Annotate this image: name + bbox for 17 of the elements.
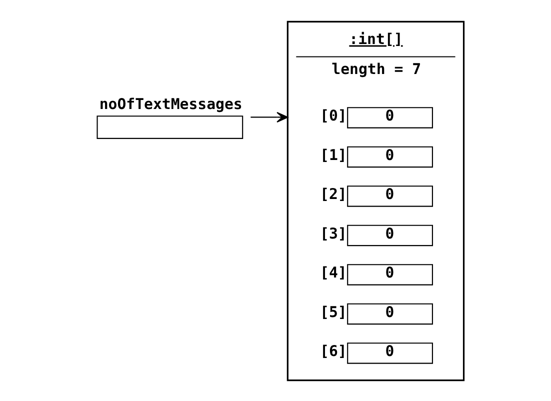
node-box: 0 <box>346 146 432 168</box>
node-label: [3] <box>320 224 346 242</box>
node-label: noOfTextMessages <box>98 94 242 112</box>
node-label: [6] <box>320 342 346 360</box>
node-box: 0 <box>346 106 432 128</box>
node-label: [2] <box>320 184 346 203</box>
node-box: 0 <box>346 185 432 206</box>
node-box: 0 <box>346 302 432 324</box>
node-label: [1] <box>320 145 346 164</box>
node-label: [4] <box>320 263 346 282</box>
node-box: 0 <box>346 224 432 246</box>
node-label: [5] <box>320 302 346 320</box>
node-box: 0 <box>346 264 432 285</box>
arrow <box>250 111 288 122</box>
node-label: [0] <box>320 106 346 124</box>
node-box <box>96 115 243 138</box>
node-box: 0 <box>346 342 432 364</box>
